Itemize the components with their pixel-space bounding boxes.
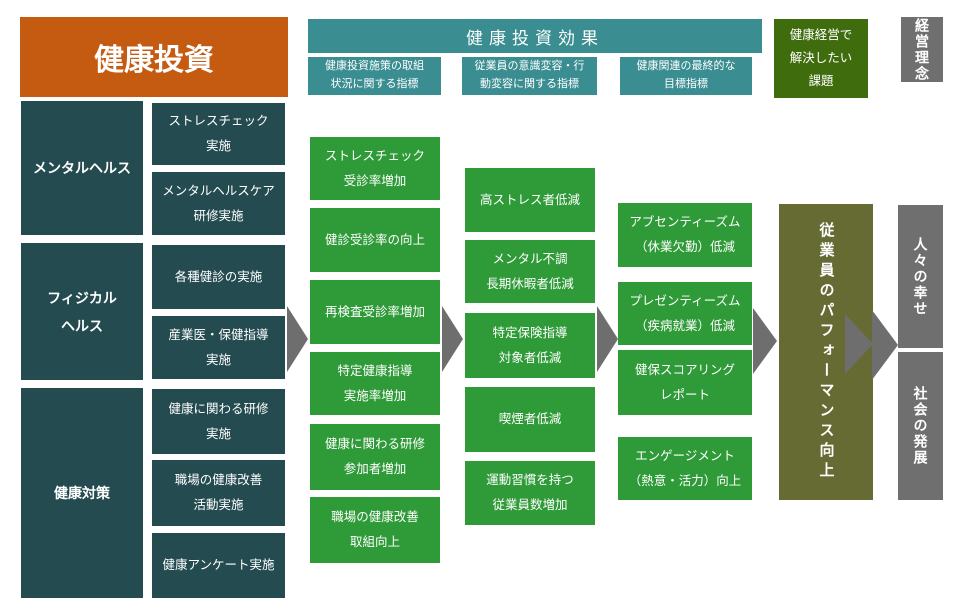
initiative-checkups: 各種健診の実施 — [152, 245, 285, 309]
category-health-measures: 健康対策 — [21, 388, 143, 598]
indicator-engagement: エンゲージメント （熱意・活力）向上 — [618, 437, 752, 500]
initiative-health-training: 健康に関わる研修 実施 — [152, 389, 285, 454]
flow-arrow-performance-inner — [845, 314, 873, 374]
initiative-workplace-improvement: 職場の健康改善 活動実施 — [152, 460, 285, 526]
indicator-specific-guidance-rate: 特定健康指導 実施率増加 — [310, 352, 440, 415]
title-health-investment: 健康投資 — [20, 17, 288, 97]
indicator-high-stress-reduction: 高ストレス者低減 — [465, 168, 595, 232]
flow-arrow-process-to-behavior — [442, 306, 463, 372]
indicator-guidance-target-reduction: 特定保険指導 対象者低減 — [465, 313, 595, 378]
initiative-occupational-physician: 産業医・保健指導 実施 — [152, 316, 285, 379]
effects-header: 健康投資効果 — [308, 19, 762, 53]
subheader-behavior-indicators: 従業員の意識変容・行 動変容に関する指標 — [462, 57, 597, 95]
indicator-smoker-reduction: 喫煙者低減 — [465, 387, 595, 452]
challenge-box: 健康経営で 解決したい 課題 — [774, 19, 868, 98]
outcome-society: 社会の発展 — [898, 352, 943, 500]
philosophy-box: 経営理念 — [901, 17, 943, 82]
indicator-exercise-habit-increase: 運動習慣を持つ 従業員数増加 — [465, 461, 595, 525]
indicator-absenteeism: アブセンティーズム （休業欠勤）低減 — [618, 203, 752, 267]
indicator-training-participants: 健康に関わる研修 参加者増加 — [310, 424, 440, 490]
initiative-mental-care-training: メンタルヘルスケア 研修実施 — [152, 172, 285, 235]
subheader-process-indicators: 健康投資施策の取組 状況に関する指標 — [308, 57, 441, 95]
category-physical-health: フィジカル ヘルス — [21, 243, 143, 380]
outcome-happiness: 人々の幸せ — [898, 205, 943, 348]
category-mental-health: メンタルヘルス — [21, 101, 143, 235]
indicator-reexam-rate: 再検査受診率増加 — [310, 280, 440, 344]
initiative-stress-check: ストレスチェック 実施 — [152, 103, 285, 165]
subheader-target-indicators: 健康関連の最終的な 目標指標 — [620, 57, 752, 95]
indicator-checkup-rate: 健診受診率の向上 — [310, 208, 440, 272]
flow-arrow-target-to-performance — [753, 308, 777, 374]
indicator-stress-check-rate: ストレスチェック 受診率増加 — [310, 137, 440, 200]
indicator-presenteeism: プレゼンティーズム （疾病就業）低減 — [618, 282, 752, 345]
indicator-scoring-report: 健保スコアリング レポート — [618, 350, 752, 415]
flow-arrow-performance-to-outcomes — [872, 310, 898, 380]
flow-arrow-initiatives-to-process — [287, 306, 308, 372]
initiative-health-survey: 健康アンケート実施 — [152, 533, 285, 598]
indicator-mental-leave-reduction: メンタル不調 長期休暇者低減 — [465, 240, 595, 303]
flow-arrow-behavior-to-target — [597, 306, 618, 372]
indicator-workplace-initiative: 職場の健康改善 取組向上 — [310, 497, 440, 563]
